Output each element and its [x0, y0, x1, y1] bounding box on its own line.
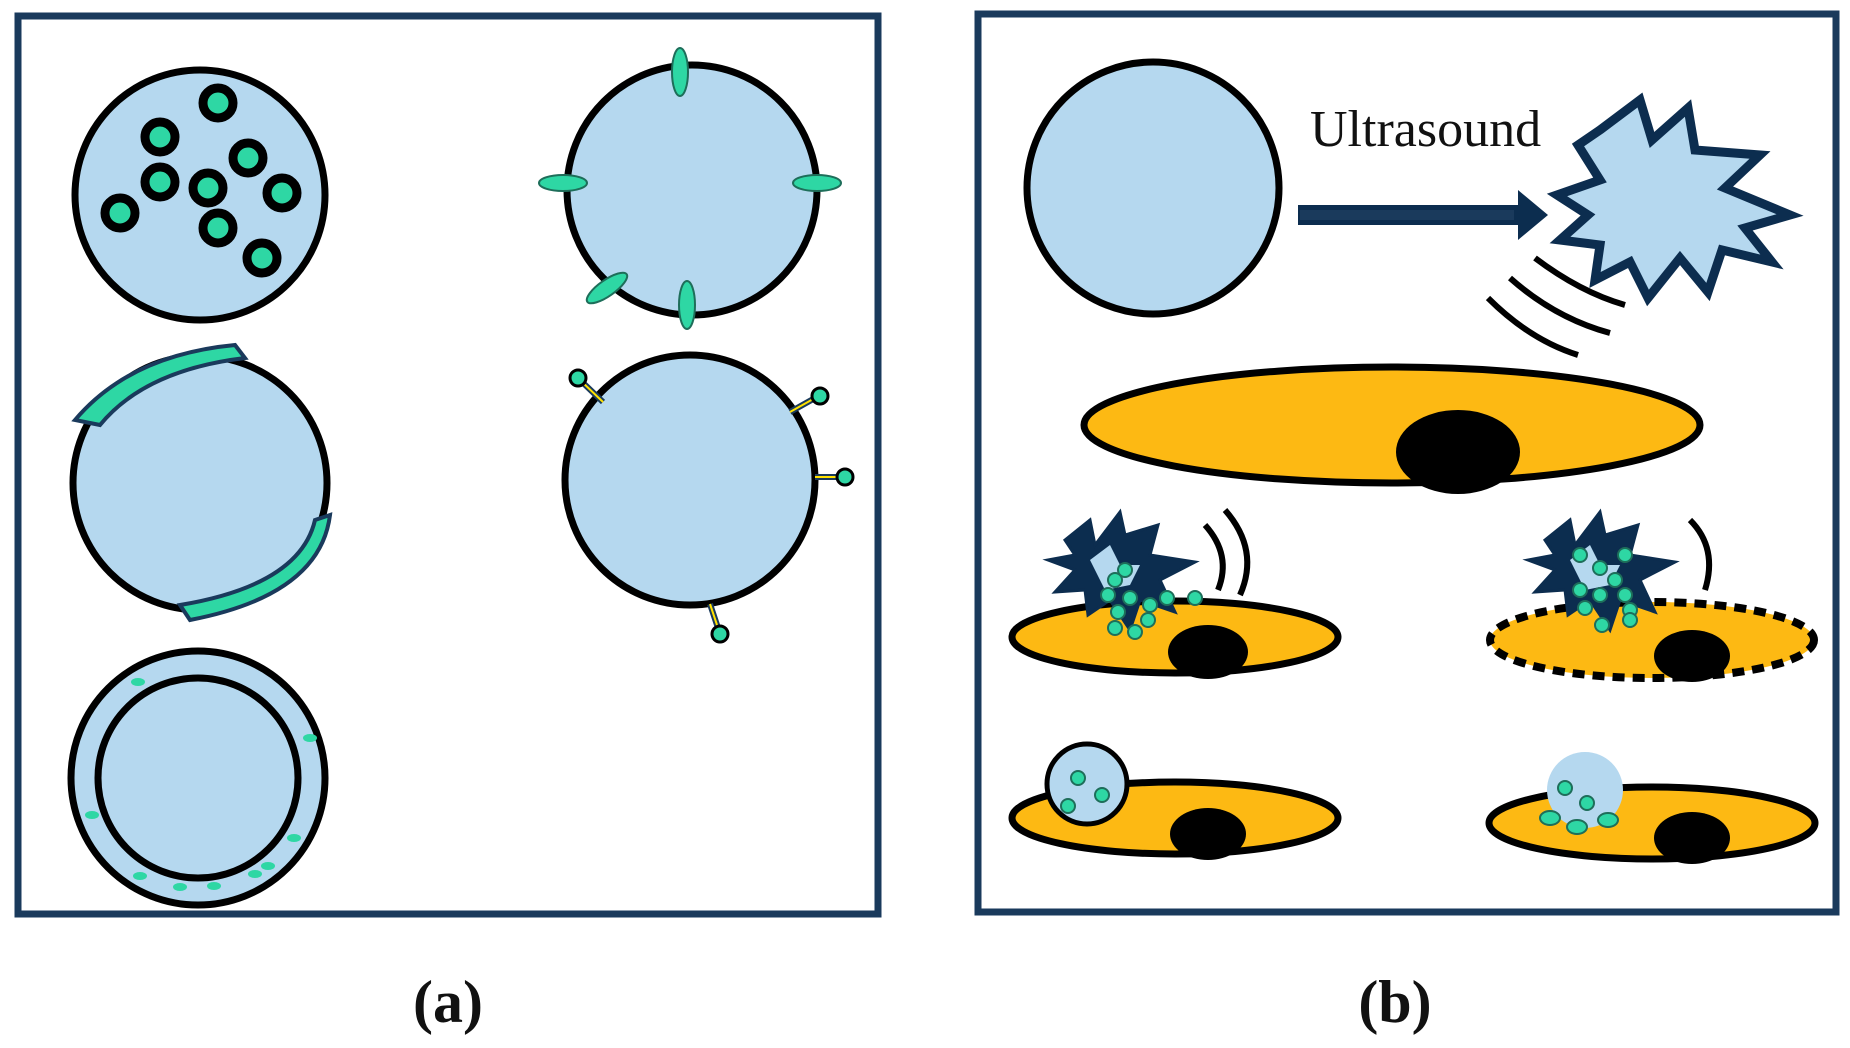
released-drug-particle [1594, 617, 1610, 633]
panel-a-caption: (a) [413, 969, 483, 1035]
cell-nucleus [1170, 808, 1246, 860]
drug-particle [1060, 798, 1076, 814]
interlayer-drug-particle [85, 811, 99, 819]
drug-particle-group [100, 83, 302, 278]
target-cell-large [1080, 363, 1704, 494]
drug-particle [1539, 810, 1561, 826]
drug-particle [1566, 819, 1588, 835]
released-drug-particle [1572, 547, 1588, 563]
drug-particle [228, 138, 268, 178]
interlayer-drug-particle [261, 862, 275, 870]
acoustic-wave-icon [1485, 255, 1626, 358]
drug-particle [1094, 787, 1110, 803]
shell-drug-particle [538, 174, 588, 192]
burst-drug-release-left [1008, 508, 1342, 679]
cell-nucleus [1654, 812, 1730, 864]
released-drug-particle [1140, 612, 1156, 628]
drug-particle [188, 168, 228, 208]
drug-particle [1070, 770, 1086, 786]
ligand [815, 467, 855, 487]
released-drug-particle [1572, 582, 1588, 598]
interlayer-drug-particle [303, 734, 317, 742]
drug-particle [1579, 795, 1595, 811]
released-drug-particle [1607, 572, 1623, 588]
shell-drug-particle [671, 47, 689, 97]
interlayer-drug-particle [207, 882, 221, 890]
interlayer-drug-particle [133, 872, 147, 880]
acoustic-wave-icon [1202, 522, 1226, 592]
surface-drug-layer [176, 512, 333, 623]
interlayer-drug-particle [173, 883, 187, 891]
ligand [788, 386, 830, 415]
released-drug-particle [1592, 587, 1608, 603]
drug-particle [198, 208, 238, 248]
ultrasound-label: Ultrasound [1310, 101, 1541, 158]
interlayer-drug-particle [248, 870, 262, 878]
panel-a: (a) [14, 12, 882, 1035]
drug-loaded-microbubble [1044, 741, 1130, 827]
microbubble-targeted-ligands [561, 351, 855, 644]
drug-particle [198, 83, 238, 123]
released-drug-particle [1127, 624, 1143, 640]
released-drug-particle [1622, 612, 1638, 628]
target-cell [1485, 783, 1819, 863]
drug-particle [100, 193, 140, 233]
released-drug-particle [1107, 572, 1123, 588]
released-drug-particle [1117, 562, 1133, 578]
drug-particle [140, 162, 180, 202]
bubble-fusion-right [1485, 752, 1819, 864]
panel-b: Ultrasound [974, 10, 1840, 1035]
ligand [707, 603, 730, 644]
shell-drug-particle [792, 174, 842, 192]
shell-drug-particle [678, 280, 696, 330]
released-drug-particle [1122, 590, 1138, 606]
drug-particle [1557, 780, 1573, 796]
acoustic-wave-icon [1687, 517, 1713, 591]
bubble-burst-icon [1546, 92, 1804, 307]
drug-particle [262, 173, 302, 213]
cell-nucleus [1654, 630, 1730, 682]
released-drug-particle [1577, 600, 1593, 616]
panel-b-caption: (b) [1358, 969, 1431, 1035]
ligand [568, 368, 606, 405]
interlayer-drug-particle [287, 834, 301, 842]
microbubble-double-layer [67, 647, 329, 909]
fusing-microbubble [1547, 752, 1623, 828]
interlayer-drug-particle [131, 678, 145, 686]
released-drug-particle [1110, 604, 1126, 620]
released-drug-particle [1617, 547, 1633, 563]
ultrasound-arrow [1298, 190, 1548, 240]
microbubble-shell-embedded-drug [538, 47, 842, 330]
released-drug-particle [1592, 560, 1608, 576]
released-drug-particle [1187, 590, 1203, 606]
drug-particle [242, 238, 282, 278]
surface-drug-layer [71, 342, 249, 428]
intact-microbubble [1023, 58, 1283, 318]
released-drug-particle [1617, 587, 1633, 603]
drug-particle [1597, 812, 1619, 828]
burst-sonoporation-right [1486, 508, 1818, 682]
drug-particle [140, 117, 180, 157]
permeabilized-cell [1486, 598, 1818, 682]
cell-nucleus [1168, 625, 1248, 679]
released-drug-particle [1107, 620, 1123, 636]
cell-nucleus [1396, 410, 1520, 494]
microbubble-surface-coated-drug [69, 342, 333, 623]
microbubble-encapsulated-drug [71, 66, 329, 324]
released-drug-particle [1142, 597, 1158, 613]
shell-drug-particle [585, 271, 629, 305]
released-drug-particle [1159, 590, 1175, 606]
bubble-attached-left [1008, 741, 1342, 860]
released-drug-particle [1100, 587, 1116, 603]
